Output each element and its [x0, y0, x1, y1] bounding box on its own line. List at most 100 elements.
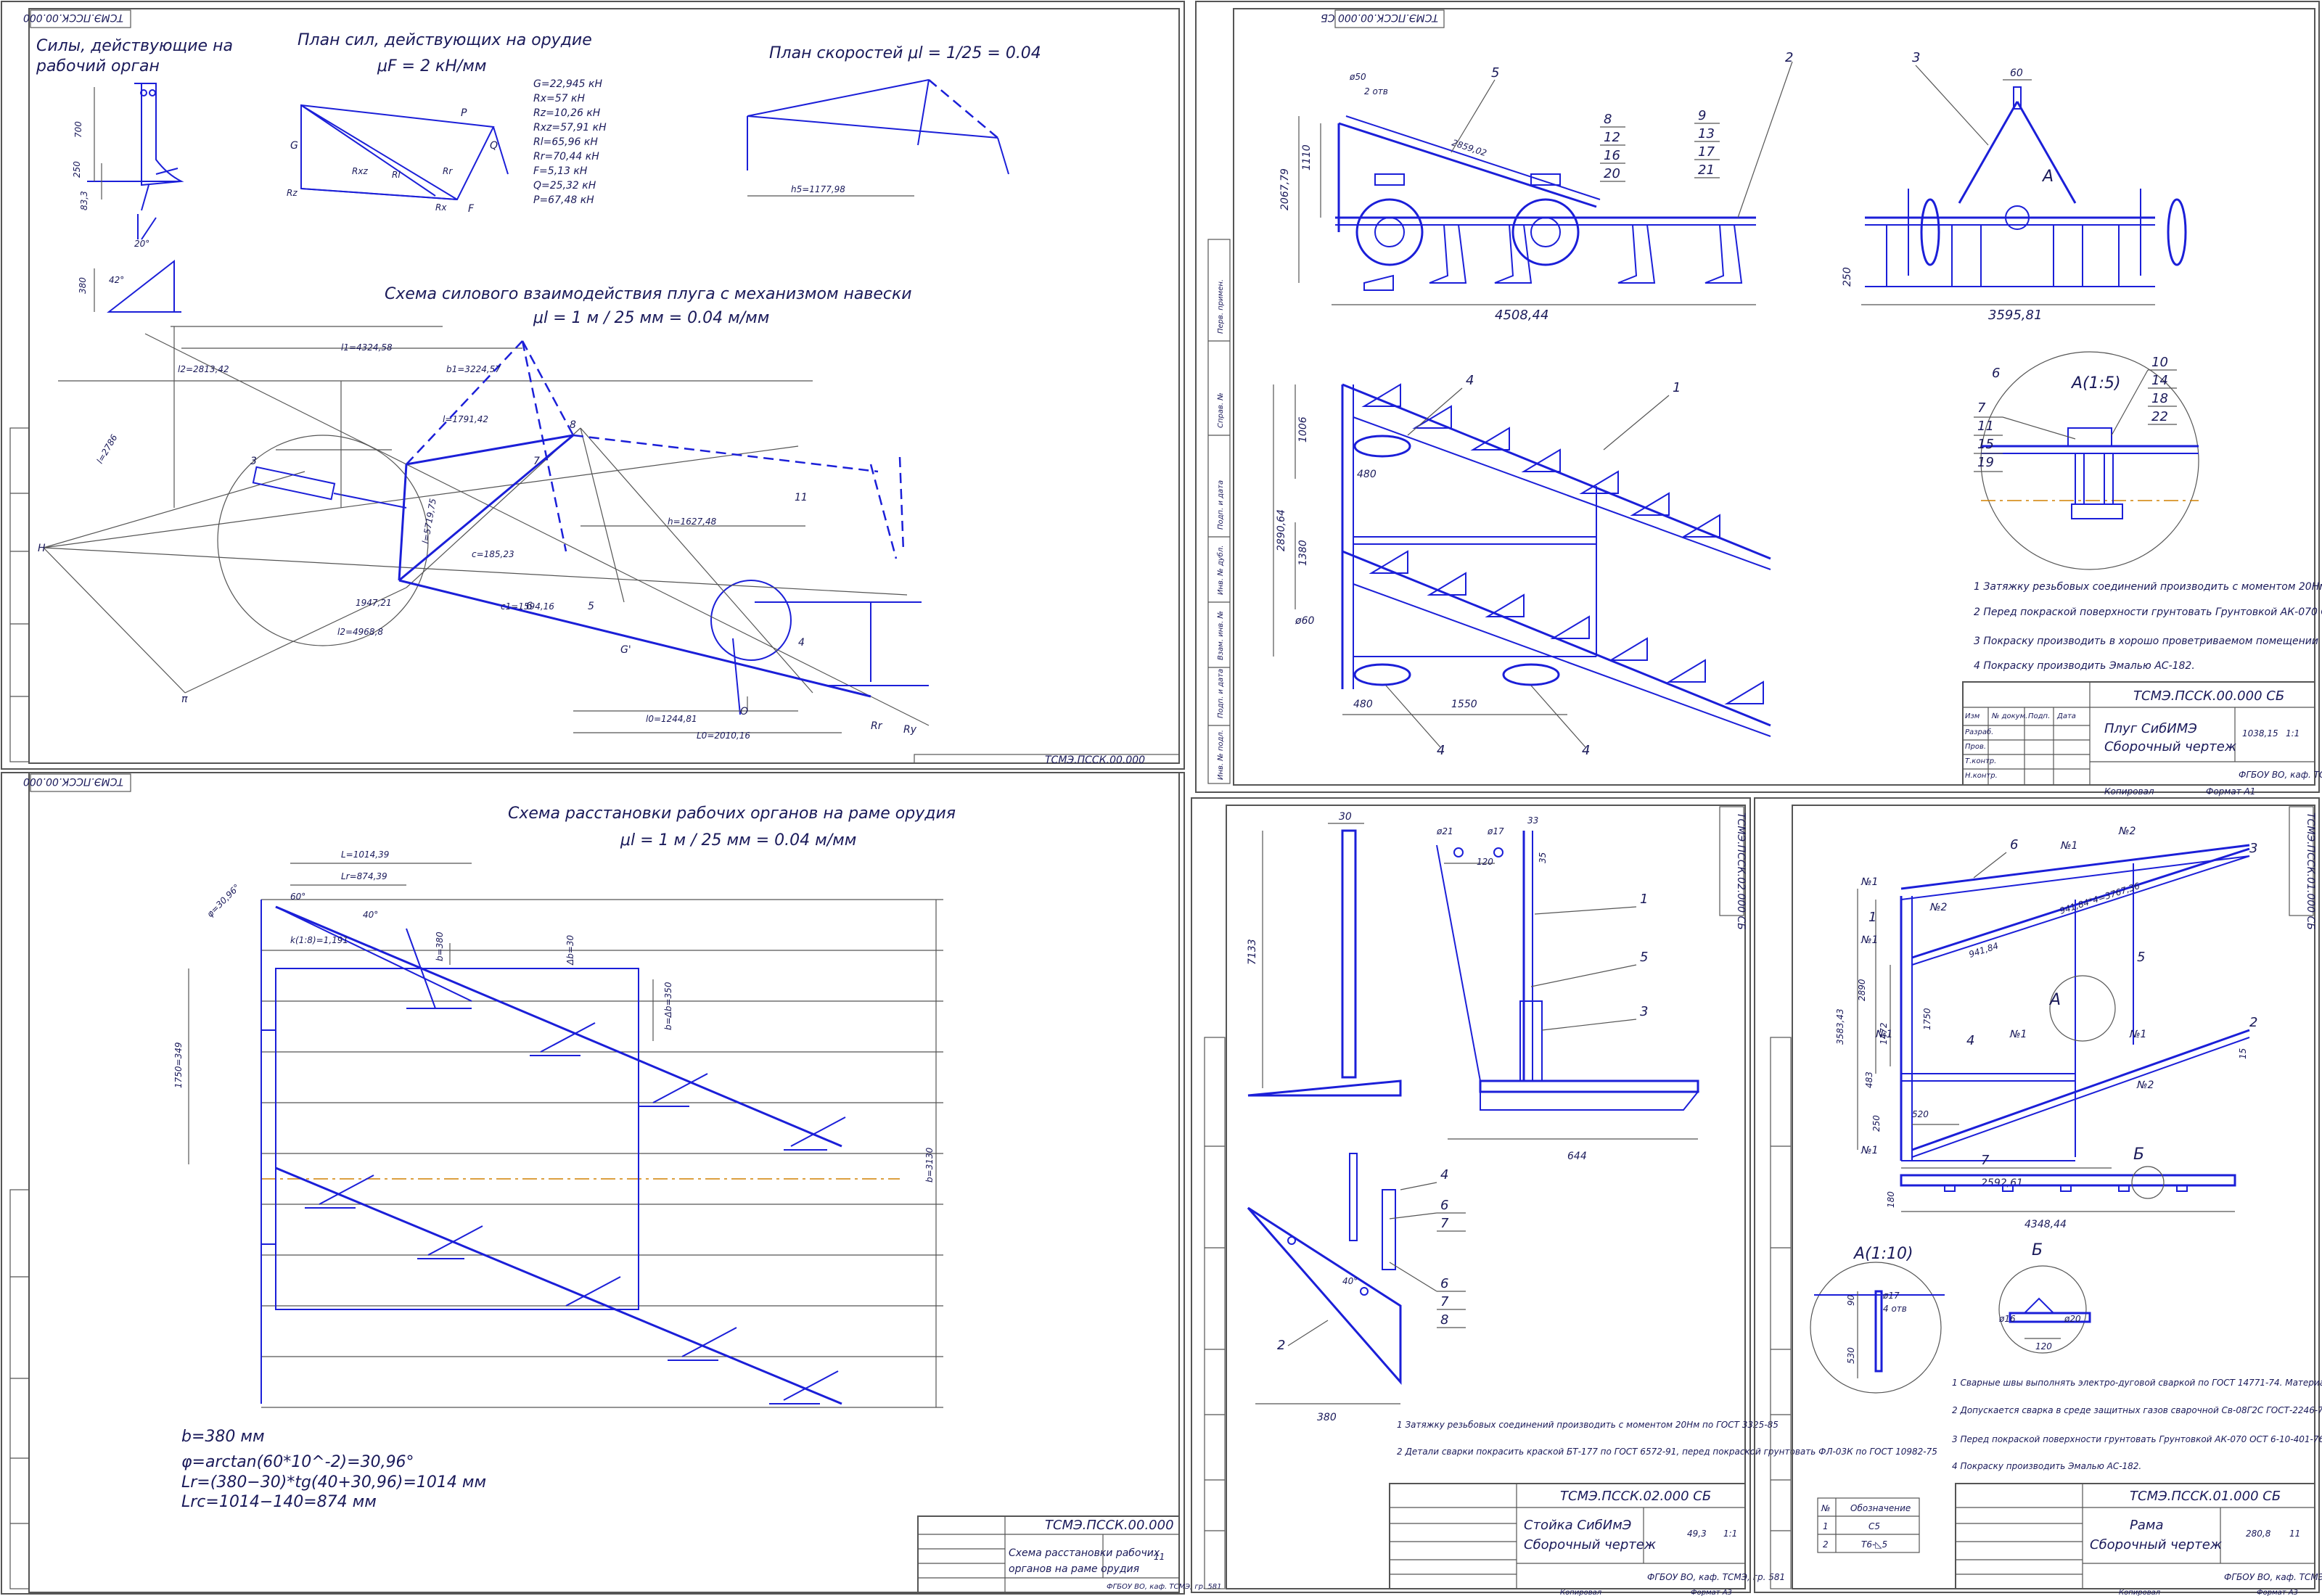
dim-2067: 2067,79: [1279, 168, 1291, 210]
sheet1-side-stamp: [9, 427, 30, 762]
dim-483: 483: [1864, 1071, 1874, 1088]
force-polygon: G P Q F Rxz Rl Rz Rx Rr: [287, 104, 509, 215]
dim-1947: 1947,21: [356, 598, 392, 608]
tb-hdr: Н.контр.: [1965, 772, 1998, 780]
layout-formulas: b=380 мм φ=arctan(60*10^-2)=30,96° Lr=(3…: [181, 1428, 486, 1511]
callout-4-bl: 4: [1437, 743, 1445, 758]
tb3-scale: 11: [1154, 1552, 1165, 1562]
tb4-code: ТСМЭ.ПССК.02.000 СБ: [1560, 1489, 1711, 1504]
frame-callout-B: Б: [2133, 1145, 2144, 1164]
frame-detail-b: Б ø16 120 ø20: [1998, 1241, 2091, 1354]
dim-250-frame: 250: [1871, 1115, 1882, 1132]
sheet2-notes: 1 Затяжку резьбовых соединений производи…: [1974, 581, 2322, 672]
tb-code: ТСМЭ.ПССК.00.000 СБ: [2133, 688, 2284, 704]
svg-text:20: 20: [1604, 166, 1620, 181]
force-value: Q=25,32 кН: [533, 180, 596, 192]
dim-L: L=1014,39: [341, 850, 389, 860]
dim-15: 15: [2238, 1048, 2248, 1059]
svg-text:12: 12: [1604, 130, 1620, 145]
label-11: 11: [795, 492, 808, 503]
dim-480-top: 480: [1357, 469, 1377, 480]
tb-hdr: Т.контр.: [1965, 757, 1996, 765]
dim-b: b=380: [435, 931, 445, 961]
tb-hdr: № докум.: [1991, 712, 2027, 720]
tb-name-2: Сборочный чертеж: [2104, 739, 2237, 754]
plow-side-view: 2067,79 1110 4508,44 2859,02 ø50 2 отв 5…: [1279, 50, 1793, 323]
dim-L0: L0=2010,16: [697, 731, 750, 741]
sheet5-side-stamp: [1770, 1037, 1792, 1589]
dim-33: 33: [1527, 815, 1538, 826]
frame-detail-a-90: 90: [1846, 1294, 1856, 1306]
callout-2: 2: [1785, 50, 1793, 65]
frame-callout-n1: №1: [2060, 840, 2077, 852]
stand-callout-1: 1: [1640, 892, 1648, 907]
frame-detail-a-phi17: ø17: [1882, 1291, 1900, 1301]
tb-hdr: Пров.: [1965, 743, 1986, 751]
dim-1550: 1550: [1451, 699, 1477, 710]
frame-callout-n1d: №1: [1875, 1029, 1892, 1040]
sheet4-title-block: ТСМЭ.ПССК.02.000 СБ Стойка СибИмЭ Сбороч…: [1389, 1483, 1785, 1596]
dim-2otv: 2 отв: [1364, 86, 1388, 96]
sheet1-bottom-code: ТСМЭ.ПССК.00.000: [1045, 754, 1145, 766]
working-organ-sketch: 700 250 83,3: [72, 83, 184, 239]
stamp-vzam: Взам. инв. №: [1217, 611, 1225, 660]
tb-hdr: Разраб.: [1965, 728, 1993, 736]
dim-phi21: ø21: [1436, 826, 1453, 836]
dim-2592: 2592,61: [1981, 1177, 2023, 1189]
tb-scale: 1:1: [2286, 728, 2300, 739]
tb-copied: Копировал: [2104, 786, 2154, 797]
sheet3-title-block: ТСМЭ.ПССК.00.000 Схема расстановки рабоч…: [917, 1515, 1221, 1593]
dim-l-vert: l=5719,75: [420, 498, 438, 544]
sheet5-notes: 1 Сварные швы выполнять электро-дуговой …: [1952, 1378, 2322, 1471]
dim-833: 83,3: [79, 191, 89, 210]
tb-name-1: Плуг СибИМЭ: [2104, 721, 2197, 736]
svg-text:16: 16: [1604, 148, 1620, 163]
force-value: Rr=70,44 кН: [533, 151, 599, 163]
dim-2890: 2890,64: [1276, 509, 1287, 551]
tb5-copied: Копировал: [2119, 1589, 2161, 1596]
sheet4-notes: 1 Затяжку резьбовых соединений производи…: [1397, 1420, 1937, 1457]
layout-title-2: μl = 1 м / 25 мм = 0.04 м/мм: [620, 831, 856, 850]
formula: b=380 мм: [181, 1428, 265, 1446]
tb3-org: ФГБОУ ВО, каф. ТСМЭ, гр. 581: [1107, 1583, 1221, 1591]
label-O: O: [740, 706, 748, 717]
dim-60: 60: [2010, 67, 2023, 79]
dim-phi60: ø60: [1295, 615, 1314, 627]
interaction-title-1: Схема силового взаимодействия плуга с ме…: [385, 285, 912, 303]
label-8: 8: [570, 419, 576, 431]
dim-3583: 3583,43: [1835, 1008, 1845, 1045]
tb-mass: 1038,15: [2242, 728, 2278, 739]
detail-callout: 22: [2151, 409, 2168, 424]
dim-250-front: 250: [1842, 267, 1853, 287]
angle-20: 20°: [134, 239, 149, 249]
dim-1750: 1750=349: [173, 1042, 184, 1089]
detail-a-title: A(1:5): [2070, 374, 2121, 392]
dim-380: 380: [78, 277, 88, 294]
angle-42: 42°: [109, 275, 124, 285]
stamp-inv-podl: Инв. № подл.: [1217, 730, 1225, 780]
label-G-prime: G': [620, 644, 631, 656]
tb4-org: ФГБОУ ВО, каф. ТСМЭ, гр. 581: [1647, 1572, 1785, 1582]
tb5-name-1: Рама: [2130, 1518, 2164, 1533]
label-7: 7: [533, 456, 540, 467]
callout-3: 3: [1912, 50, 1920, 65]
dim-l2-bottom: l2=4968,8: [337, 627, 383, 637]
tb4-name-2: Сборочный чертеж: [1524, 1537, 1657, 1552]
dim-4508: 4508,44: [1495, 308, 1548, 323]
tb4-format: Формат А3: [1691, 1589, 1732, 1596]
sheet-frame-assembly: ТСМЭ.ПССК.01.000 СБ: [1754, 797, 2322, 1596]
label-Rr-scheme: Rr: [871, 720, 883, 732]
frame-detail-b-120: 120: [2035, 1341, 2052, 1352]
frame-callout-n2c: №2: [2136, 1079, 2154, 1091]
stand-callout-5: 5: [1640, 950, 1648, 965]
dim-700: 700: [73, 121, 83, 138]
stand-callout-6: 6: [1440, 1198, 1448, 1213]
weld-hdr-name: Обозначение: [1850, 1503, 1911, 1513]
forces-organ-title-1: Силы, действующие на: [36, 37, 233, 55]
dim-644: 644: [1567, 1151, 1587, 1162]
callout-1: 1: [1673, 380, 1681, 395]
detail-callout: 19: [1977, 455, 1994, 470]
callout-4-br: 4: [1582, 743, 1590, 758]
dim-941x4: 941,84*4=3767,36: [2059, 881, 2141, 916]
